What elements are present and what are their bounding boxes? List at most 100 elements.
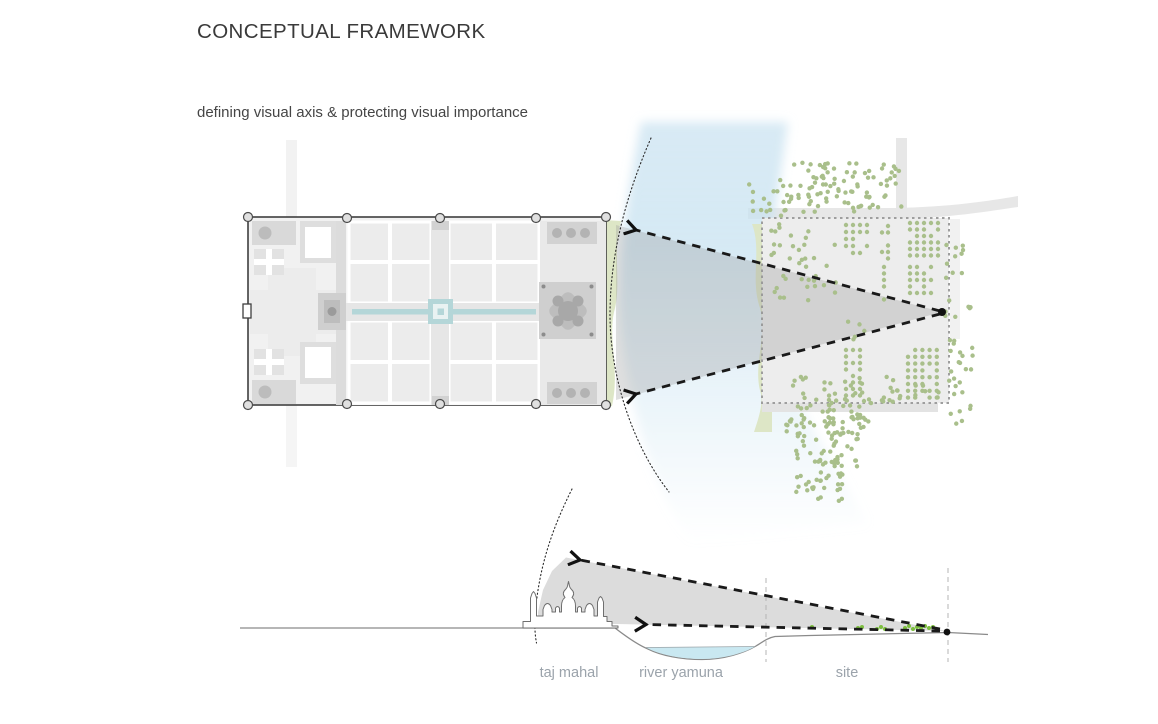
tree-dot (921, 253, 927, 258)
tree-dot (907, 624, 911, 628)
tree-dot (800, 160, 805, 165)
tree-dot (967, 406, 973, 412)
tree-dot (905, 388, 911, 393)
tree-dot (817, 162, 823, 168)
tree-dot (921, 246, 927, 252)
tree-dot (803, 375, 808, 380)
tree-dot (829, 459, 834, 465)
tree-dot (831, 416, 836, 421)
tree-dot (959, 418, 965, 424)
tree-dot (778, 213, 784, 218)
tree-dot (826, 393, 832, 398)
tree-dot (855, 184, 860, 189)
plan-view (242, 122, 1018, 543)
tree-dot (792, 378, 797, 383)
tree-dot (788, 233, 794, 238)
tree-dot (928, 277, 934, 283)
tree-dot (884, 374, 889, 380)
tree-dot (907, 271, 913, 276)
tree-dot (794, 474, 800, 480)
tree-dot (907, 220, 913, 226)
tree-dot (843, 393, 849, 398)
tree-dot (840, 419, 845, 425)
tree-dot (960, 353, 965, 359)
tree-dot (885, 230, 891, 235)
tree-dot (920, 354, 925, 359)
tree-dot (835, 482, 841, 487)
tree-dot (884, 183, 890, 188)
tree-dot (806, 479, 811, 485)
view-cone-plan (616, 225, 942, 400)
tree-dot (857, 412, 863, 418)
tree-dot (953, 245, 959, 250)
tree-dot (959, 251, 964, 256)
tree-dot (807, 420, 813, 425)
tree-dot (805, 284, 810, 289)
tree-dot (789, 417, 794, 422)
tree-dot (832, 290, 838, 295)
tree-dot (828, 449, 833, 454)
tree-dot (777, 225, 782, 230)
tree-dot (794, 489, 799, 495)
tree-dot (850, 380, 856, 385)
tree-dot (837, 474, 843, 479)
tree-dot (758, 207, 764, 213)
tree-dot (802, 242, 807, 248)
tree-dot (780, 183, 786, 189)
tree-dot (879, 166, 885, 171)
tree-dot (897, 396, 902, 401)
section-view (240, 488, 989, 662)
tree-dot (911, 627, 915, 631)
tree-dot (927, 388, 932, 393)
label-site: site (835, 665, 859, 681)
tree-dot (795, 456, 800, 461)
tree-dot (905, 395, 911, 400)
tree-dot (750, 189, 756, 195)
tree-dot (800, 438, 806, 444)
sightlines-section (580, 560, 951, 636)
mausoleum (539, 282, 596, 339)
tree-dot (821, 485, 827, 491)
tree-dot (818, 478, 823, 483)
tree-dot (850, 243, 856, 249)
tree-dot (935, 253, 941, 258)
tree-dot (866, 168, 872, 174)
tree-dot (811, 278, 817, 283)
tree-dot (854, 464, 860, 469)
tree-dot (888, 176, 893, 181)
tree-dot (914, 264, 920, 270)
tree-dot (839, 463, 844, 469)
tree-dot (839, 496, 845, 502)
tree-dot (934, 368, 939, 373)
tree-dot (799, 412, 804, 418)
tree-dot (957, 350, 963, 355)
page-subtitle: defining visual axis & protecting visual… (197, 104, 529, 121)
tree-dot (835, 454, 840, 460)
tree-dot (798, 473, 803, 479)
tree-dot (791, 162, 797, 167)
tree-dot (951, 391, 957, 397)
tree-dot (921, 240, 927, 245)
tree-dot (934, 347, 939, 353)
label-river-yamuna: river yamuna (639, 665, 723, 681)
tree-dot (928, 240, 934, 245)
tree-dot (866, 195, 872, 200)
tree-dot (821, 283, 827, 288)
tree-dot (820, 182, 826, 187)
sightlines-plan (636, 230, 946, 394)
plan-trees (746, 160, 975, 504)
tree-dot (914, 246, 920, 252)
tree-dot (821, 175, 826, 181)
tree-dot (928, 290, 934, 296)
tree-dot (786, 199, 792, 204)
tree-dot (899, 204, 904, 209)
tree-dot (798, 183, 803, 188)
tree-dot (783, 276, 788, 282)
page-title: CONCEPTUAL FRAMEWORK (197, 20, 486, 43)
tree-dot (843, 347, 849, 353)
tree-dot (905, 368, 911, 373)
tree-dot (934, 361, 939, 366)
tree-dot (921, 277, 927, 283)
tree-dot (809, 184, 815, 190)
tree-dot (801, 209, 806, 214)
